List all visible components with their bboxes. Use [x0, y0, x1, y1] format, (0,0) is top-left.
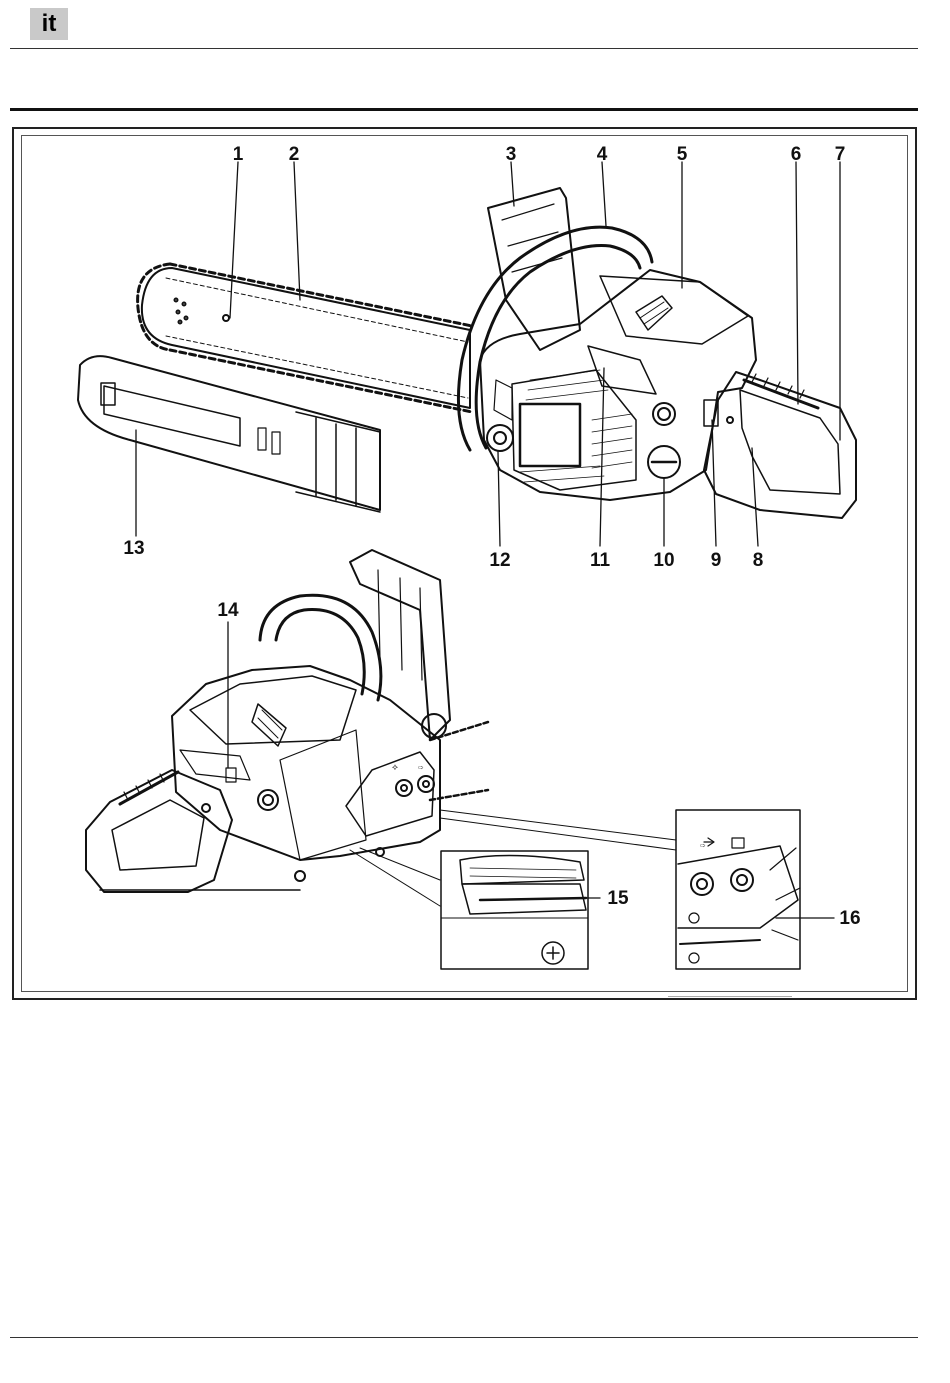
callout-7: 7: [835, 144, 846, 165]
bottom-view-rear-handle: [86, 770, 300, 892]
front-handle-drawing: [458, 227, 652, 450]
bottom-view-chain-stub: [430, 722, 488, 800]
engine-body-drawing: [480, 270, 756, 500]
callout-8: 8: [753, 550, 764, 571]
callout-3: 3: [506, 144, 517, 165]
callout-15: 15: [607, 888, 629, 909]
callout-12: 12: [489, 550, 510, 571]
callout-9: 9: [711, 550, 722, 571]
callout-1: 1: [233, 144, 244, 165]
callout-11: 11: [590, 550, 611, 571]
inset-chain-brake-drawing: [676, 810, 800, 969]
callout-13: 13: [123, 538, 144, 559]
guide-bar-drawing: [142, 268, 470, 408]
callout-6: 6: [791, 144, 802, 165]
faint-underline: [668, 996, 792, 997]
callout-leaders: [136, 162, 840, 918]
callout-2: 2: [289, 144, 300, 165]
svg-text:⟡: ⟡: [392, 763, 398, 773]
callout-5: 5: [677, 144, 688, 165]
saw-chain-drawing: [138, 264, 472, 412]
callout-14: 14: [217, 600, 239, 621]
bottom-view-hand-guard: [350, 550, 450, 740]
callout-16: 16: [839, 908, 860, 929]
callout-10: 10: [653, 550, 674, 571]
inset-oil-level-drawing: [441, 851, 588, 969]
bottom-view-front-handle: [260, 595, 381, 700]
svg-text:⇨: ⇨: [700, 841, 706, 851]
rear-handle-drawing: [704, 372, 856, 518]
callout-4: 4: [597, 144, 608, 165]
svg-text:⇨: ⇨: [418, 763, 424, 773]
footer-rule: [10, 1337, 918, 1338]
chainsaw-illustration: ⟡ ⇨ ⇨ 1 2 3 4 5 6 7 8 9 10 11 12 13 14 1…: [0, 0, 950, 1010]
bottom-view-engine-body: [172, 666, 446, 881]
